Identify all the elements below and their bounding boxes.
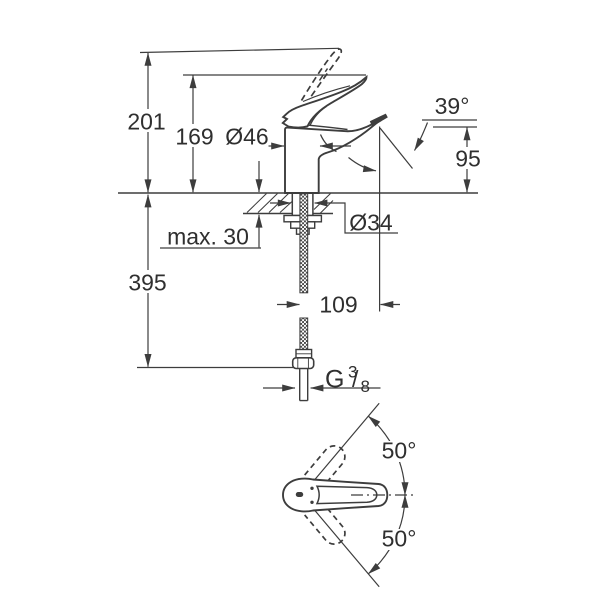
dimension-spout-angle: 39° [348,93,477,173]
threaded-hose-lower [299,317,309,351]
dimensions: 201 169 Ø46 39° [127,47,483,396]
below-deck-assembly [283,192,323,402]
max-thickness-label: max. 30 [167,224,249,250]
dimension-below-deck-length: 395 [128,194,294,369]
swivel-line-upper [314,402,380,480]
spout-angle-label: 39° [435,93,470,119]
dimension-spout-projection: 109 [277,126,400,318]
dimension-total-height: 201 [127,52,166,193]
lever-raised-dashed-inner [318,68,329,81]
handle-top-view: 50° 50° [282,402,418,588]
aerator-outlet [369,113,388,127]
side-view: 201 169 Ø46 39° [118,47,483,402]
dimension-max-thickness: max. 30 [160,161,263,250]
thread-pipe-end [299,368,309,402]
lever-raised-dashed-outline [300,48,343,101]
handle-detail-dot-2 [310,500,314,504]
extension-line-total-height [139,47,340,54]
thread-slash: / [352,366,359,392]
dimension-outlet-height: 95 [433,126,483,193]
thread-denominator: 8 [361,377,370,396]
handle-rotated-up-dashed [304,445,346,490]
lever-neck-line [309,105,327,126]
thread-numerator: 3 [348,363,357,382]
dimension-body-diameter: Ø46 [225,124,351,150]
thread-letter: G [325,366,344,394]
lever-edge-highlight [302,85,351,103]
lever-handle-outline [281,74,368,129]
swivel-angle-upper-label: 50° [382,438,417,464]
outlet-height-label: 95 [455,146,481,172]
dimension-thread-size: G 3 / 8 [263,363,381,396]
swivel-angle-lower-label: 50° [382,526,417,552]
handle-cap-slot [295,492,304,497]
faucet-silhouette [281,48,388,194]
swivel-line-lower [314,510,380,588]
stream-direction-line [379,127,413,169]
dimension-lever-height: 169 [175,74,214,193]
lever-height-label: 169 [175,124,213,150]
hose-connection-nut [291,356,315,370]
spout-projection-label: 109 [319,292,357,318]
threaded-hose-upper [299,193,309,294]
body-diameter-label: Ø46 [225,124,268,150]
handle-rotated-down-dashed [304,500,346,545]
below-deck-length-label: 395 [128,270,166,296]
shank-diameter-label: Ø34 [349,210,393,236]
handle-detail-dot-1 [310,486,314,490]
total-height-label: 201 [127,109,165,135]
dimension-shank-diameter: Ø34 [270,199,398,236]
